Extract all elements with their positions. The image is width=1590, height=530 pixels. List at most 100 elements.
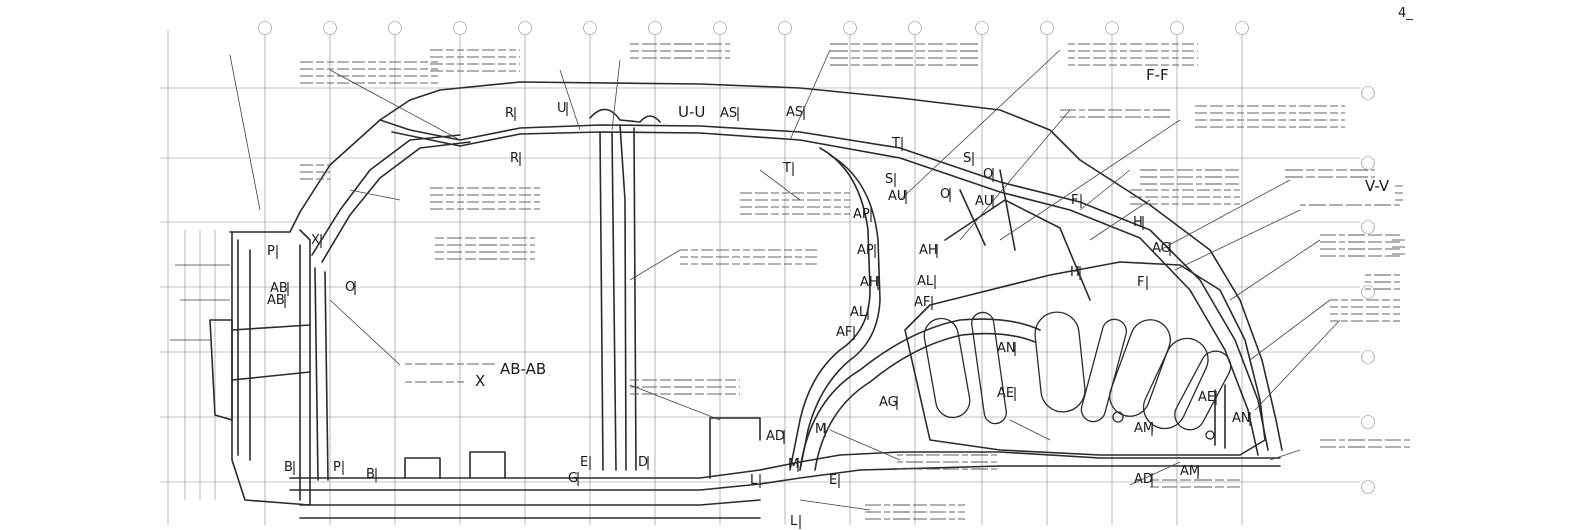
section-marker-label: T: [782, 161, 791, 176]
trunk-brace: [944, 199, 1091, 301]
section-marker-label: AD: [1134, 472, 1153, 487]
section-marker-label: O: [345, 280, 355, 295]
section-marker-label: AH: [860, 275, 879, 290]
a-pillar-inner: [321, 141, 471, 263]
station-bubble: [1040, 21, 1054, 35]
section-marker-label: S: [963, 151, 971, 166]
station-bubble: [908, 21, 922, 35]
c-pillar-inner: [799, 154, 881, 471]
rear-quarter-panel: [904, 261, 1266, 456]
section-label-x: X: [475, 372, 485, 390]
station-grid: [160, 21, 1375, 525]
station-bubble: [518, 21, 532, 35]
section-marker-label: AB: [267, 293, 285, 308]
b-pillar-inner: [619, 124, 637, 471]
outer-roof-line: [229, 81, 1283, 451]
section-marker-label: AU: [975, 194, 993, 209]
section-marker-label: O: [940, 187, 950, 202]
floor-blocks: [404, 451, 506, 479]
bulkhead-cross: [231, 324, 311, 381]
section-marker-label: AM: [1134, 421, 1154, 436]
section-marker-label: E: [829, 473, 837, 488]
station-bubble: [713, 21, 727, 35]
section-marker-label: H: [1070, 265, 1080, 280]
waterline-bubble: [1361, 285, 1375, 299]
b-pillar: [599, 131, 617, 471]
section-marker-label: R: [505, 106, 514, 121]
lightening-holes: [923, 311, 1232, 440]
section-marker-label: AN: [1232, 411, 1251, 426]
station-bubble: [323, 21, 337, 35]
station-bubble: [1170, 21, 1184, 35]
station-bubble: [388, 21, 402, 35]
a-post: [314, 267, 329, 481]
section-marker-label: B: [366, 467, 375, 482]
floor-rails: [299, 499, 761, 519]
rear-post: [1214, 384, 1226, 449]
waterline-bubble: [1361, 480, 1375, 494]
waterline-bubble: [1361, 415, 1375, 429]
section-marker-label: L: [750, 473, 758, 488]
section-marker-label: AN: [997, 341, 1016, 356]
section-marker-label: B: [284, 460, 293, 475]
roof-reinforcement: [391, 131, 1259, 456]
station-bubble: [975, 21, 989, 35]
section-marker-label: AF: [836, 325, 852, 340]
section-marker-label: P: [267, 244, 275, 259]
section-marker-label: G: [568, 471, 578, 486]
section-marker-label: D: [638, 455, 648, 470]
section-marker-label: M: [815, 422, 826, 437]
c-pillar: [789, 147, 871, 471]
section-marker-label: AG: [1152, 241, 1171, 256]
section-marker-label: AS: [720, 106, 737, 121]
sill-mid: [289, 465, 1281, 491]
section-marker-label: F: [1071, 193, 1078, 208]
floor-riser: [709, 417, 761, 479]
trunk-strut: [959, 169, 1016, 251]
station-bubble: [1235, 21, 1249, 35]
section-marker-label: AE: [997, 386, 1014, 401]
station-bubble: [648, 21, 662, 35]
inner-roof-line: [379, 119, 1269, 451]
section-marker-label: AE: [1198, 390, 1215, 405]
sheet-mark: 4_: [1398, 6, 1413, 21]
station-bubble: [583, 21, 597, 35]
station-bubble: [843, 21, 857, 35]
section-marker-label: AL: [917, 274, 934, 289]
a-pillar: [311, 134, 461, 256]
section-marker-label: H: [1133, 215, 1143, 230]
section-marker-label: O: [983, 167, 993, 182]
wheel-arch: [799, 318, 1041, 471]
section-marker-label: P: [333, 460, 341, 475]
section-label-abab: AB-AB: [500, 360, 546, 378]
section-marker-label: E: [580, 455, 588, 470]
section-marker-label: AU: [888, 189, 906, 204]
front-bulkhead: [231, 229, 311, 506]
section-marker-label: AH: [919, 243, 938, 258]
section-marker-label: AL: [850, 305, 867, 320]
waterline-bubble: [1361, 350, 1375, 364]
wheel-arch-inner: [814, 332, 1036, 471]
section-marker-label: S: [885, 172, 893, 187]
leader-lines: [170, 49, 1341, 511]
station-bubble: [453, 21, 467, 35]
section-marker-label: AD: [766, 429, 785, 444]
section-marker-label: AG: [879, 395, 898, 410]
station-bubble: [778, 21, 792, 35]
section-marker-label: AS: [786, 105, 803, 120]
section-marker-label: AB: [270, 281, 288, 296]
front-stub: [209, 319, 233, 421]
section-marker-label: AF: [914, 295, 930, 310]
handwritten-notes: [300, 43, 1410, 520]
section-marker-label: AM: [1180, 464, 1200, 479]
station-bubble: [258, 21, 272, 35]
section-marker-label: F: [1137, 275, 1144, 290]
body-outline: [209, 81, 1283, 519]
section-label-ff: F-F: [1146, 66, 1169, 84]
section-marker-label: AP: [857, 243, 874, 258]
section-marker-label: AP: [853, 207, 870, 222]
section-marker-label: M: [788, 457, 799, 472]
section-marker-label: T: [891, 136, 900, 151]
